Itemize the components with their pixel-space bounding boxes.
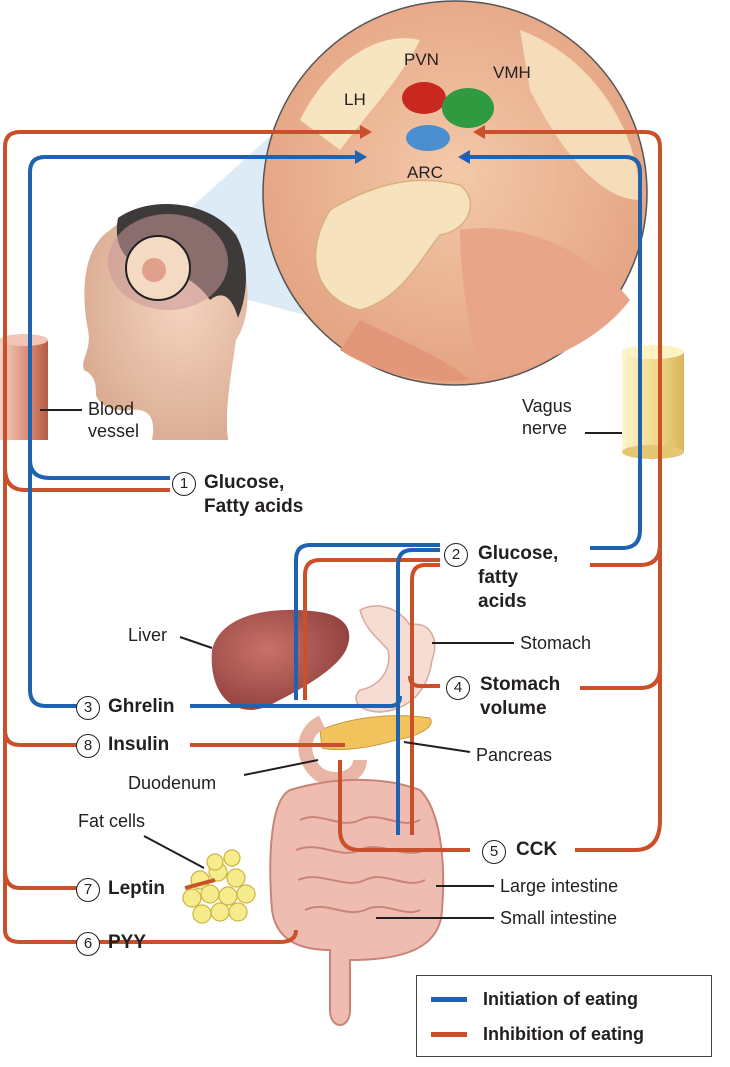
vagus-red — [485, 130, 662, 852]
stomach-red — [408, 675, 440, 688]
ghrelin-blue-line — [190, 695, 402, 708]
leptin-insulin-pyy-path — [3, 130, 360, 944]
gut-red-1 — [303, 558, 440, 700]
arrow-blue-left — [355, 150, 367, 164]
arrow-blue-right — [458, 150, 470, 164]
signal-7-label: Leptin — [108, 878, 165, 899]
glucose2-red — [590, 544, 662, 567]
signal-8-label: Insulin — [108, 734, 170, 755]
liver-illustration — [211, 609, 350, 710]
vagus-nerve-illustration — [622, 345, 684, 459]
duodenum-illustration — [298, 715, 367, 786]
signal-3-label: Ghrelin — [108, 696, 175, 717]
lh-label: LH — [344, 90, 366, 109]
signal-7-number: 7 — [76, 878, 100, 902]
head-illustration — [83, 203, 248, 440]
cck-red — [338, 760, 470, 852]
signal-1-number: 1 — [172, 472, 196, 496]
leader-lines — [40, 409, 622, 919]
arc-label: ARC — [407, 163, 443, 182]
signal-1-line2: Fatty acids — [204, 496, 304, 517]
blood-vessel-illustration — [0, 334, 48, 440]
gut-blue-1 — [294, 543, 440, 700]
glucose1-red — [3, 467, 170, 492]
legend-inhibition-label: Inhibition of eating — [483, 1024, 644, 1044]
gut-red-2 — [410, 563, 440, 835]
ghrelin-blue — [28, 155, 355, 708]
leptin-branch — [3, 869, 80, 890]
signal-3-number: 3 — [76, 696, 100, 720]
legend: Initiation of eating Inhibition of eatin… — [416, 975, 712, 1057]
signal-4-line1: Stomach — [480, 674, 561, 695]
pancreas-label: Pancreas — [476, 745, 553, 765]
signal-5-number: 5 — [482, 840, 506, 864]
signal-1-label: Glucose, Fatty acids — [204, 471, 303, 519]
pathways — [3, 130, 662, 944]
vagus-nerve-label-line1: Vagus — [522, 396, 572, 416]
blood-vessel-label: Blood vessel — [88, 398, 139, 442]
pancreas-illustration — [319, 715, 432, 751]
stomach-label: Stomach — [520, 633, 592, 653]
pvn-label: PVN — [404, 50, 439, 69]
vagus-nerve-label: Vagus nerve — [522, 395, 572, 439]
signal-2-line3: acids — [478, 591, 527, 612]
vagus-blue — [470, 155, 642, 550]
signal-2-line1: Glucose, — [478, 543, 559, 564]
pyy-red-line — [160, 929, 298, 944]
legend-initiation: Initiation of eating — [431, 989, 638, 1010]
legend-inhibition-swatch — [431, 1032, 467, 1037]
insulin-branch — [3, 729, 80, 747]
blood-vessel-label-line1: Blood — [88, 399, 135, 419]
signal-4-label: Stomach volume — [480, 673, 560, 721]
signal-2-number: 2 — [444, 543, 468, 567]
signal-2-line2: fatty — [478, 567, 519, 588]
signal-4-line2: volume — [480, 698, 547, 719]
signal-4-number: 4 — [446, 676, 470, 700]
blood-vessel-label-line2: vessel — [88, 421, 140, 441]
arrow-red-right — [473, 125, 485, 139]
stomach-illustration — [355, 605, 436, 713]
signal-6-label: PYY — [108, 932, 147, 953]
glucose1-blue — [28, 459, 170, 480]
duodenum-label: Duodenum — [128, 773, 217, 793]
signal-1-line1: Glucose, — [204, 472, 285, 493]
hypothalamus-magnified — [262, 0, 648, 386]
large-intestine-label: Large intestine — [500, 876, 619, 896]
small-intestine-label: Small intestine — [500, 908, 618, 928]
legend-initiation-swatch — [431, 997, 467, 1002]
arrow-red-left — [360, 125, 372, 139]
signal-8-number: 8 — [76, 734, 100, 758]
liver-label: Liver — [128, 625, 168, 645]
signal-6-number: 6 — [76, 932, 100, 956]
leptin-red-line — [184, 878, 216, 890]
signal-5-label: CCK — [516, 839, 558, 860]
legend-inhibition: Inhibition of eating — [431, 1024, 644, 1045]
signal-2-label: Glucose, fatty acids — [478, 542, 558, 614]
stomach-vol-red — [580, 667, 662, 690]
vagus-nerve-label-line2: nerve — [522, 418, 568, 438]
fat-cells-label: Fat cells — [78, 811, 146, 831]
legend-initiation-label: Initiation of eating — [483, 989, 638, 1009]
gut-blue-2 — [396, 548, 440, 835]
vmh-label: VMH — [493, 63, 531, 82]
